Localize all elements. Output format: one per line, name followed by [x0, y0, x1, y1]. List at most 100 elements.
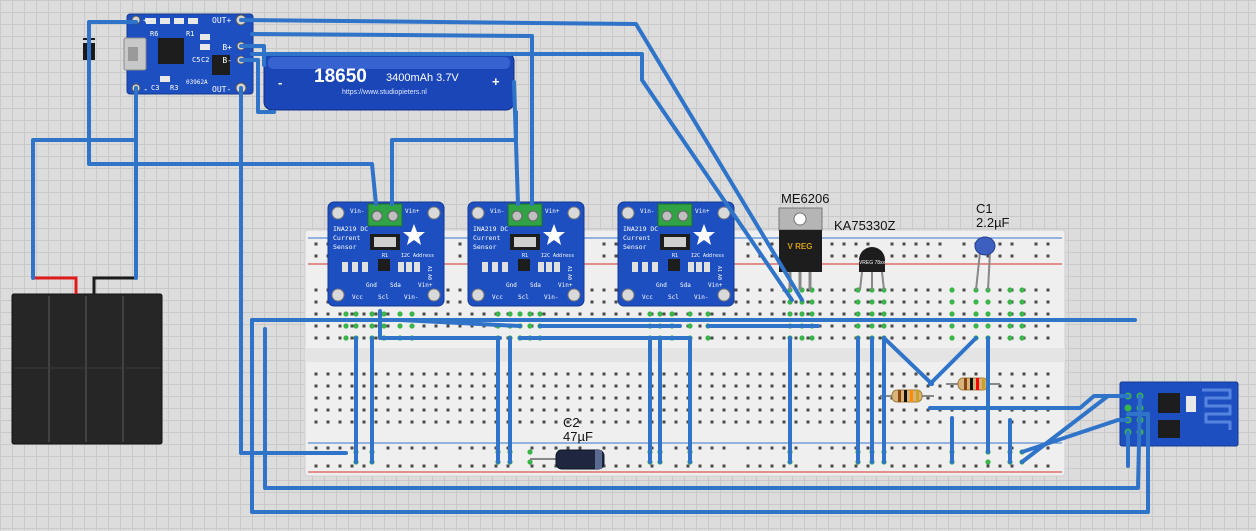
breadboard-hole[interactable] — [362, 312, 366, 316]
breadboard-hole[interactable] — [926, 420, 930, 424]
breadboard-hole[interactable] — [554, 372, 558, 376]
breadboard-active-hole[interactable] — [985, 323, 991, 329]
breadboard-hole[interactable] — [542, 372, 546, 376]
breadboard-hole[interactable] — [614, 408, 618, 412]
breadboard-hole[interactable] — [806, 288, 810, 292]
breadboard-hole[interactable] — [650, 464, 654, 468]
breadboard-hole[interactable] — [542, 312, 546, 316]
breadboard-hole[interactable] — [326, 464, 330, 468]
breadboard-hole[interactable] — [818, 384, 822, 388]
breadboard-hole[interactable] — [374, 384, 378, 388]
breadboard-hole[interactable] — [590, 288, 594, 292]
breadboard-hole[interactable] — [830, 336, 834, 340]
breadboard-hole[interactable] — [902, 384, 906, 388]
breadboard-hole[interactable] — [830, 288, 834, 292]
breadboard-hole[interactable] — [614, 420, 618, 424]
breadboard-active-hole[interactable] — [1007, 335, 1013, 341]
breadboard-hole[interactable] — [350, 312, 354, 316]
breadboard-hole[interactable] — [938, 254, 942, 258]
breadboard-hole[interactable] — [902, 464, 906, 468]
breadboard-hole[interactable] — [1046, 420, 1050, 424]
breadboard-hole[interactable] — [614, 384, 618, 388]
breadboard-hole[interactable] — [446, 300, 450, 304]
breadboard-hole[interactable] — [422, 372, 426, 376]
breadboard-hole[interactable] — [782, 300, 786, 304]
breadboard-active-hole[interactable] — [787, 311, 793, 317]
breadboard-hole[interactable] — [878, 336, 882, 340]
breadboard-hole[interactable] — [758, 372, 762, 376]
breadboard-hole[interactable] — [638, 408, 642, 412]
breadboard-hole[interactable] — [746, 446, 750, 450]
breadboard-hole[interactable] — [818, 464, 822, 468]
breadboard-hole[interactable] — [338, 324, 342, 328]
breadboard-hole[interactable] — [386, 396, 390, 400]
breadboard-hole[interactable] — [542, 464, 546, 468]
breadboard-hole[interactable] — [338, 312, 342, 316]
terminal-screw[interactable] — [371, 210, 383, 222]
breadboard-hole[interactable] — [830, 446, 834, 450]
breadboard-hole[interactable] — [926, 336, 930, 340]
breadboard-hole[interactable] — [470, 372, 474, 376]
breadboard-hole[interactable] — [830, 312, 834, 316]
breadboard-hole[interactable] — [770, 396, 774, 400]
breadboard-hole[interactable] — [362, 408, 366, 412]
breadboard-hole[interactable] — [698, 464, 702, 468]
breadboard-hole[interactable] — [638, 420, 642, 424]
breadboard-hole[interactable] — [806, 336, 810, 340]
breadboard-hole[interactable] — [674, 464, 678, 468]
breadboard-hole[interactable] — [314, 312, 318, 316]
breadboard-hole[interactable] — [866, 312, 870, 316]
breadboard-hole[interactable] — [662, 372, 666, 376]
breadboard-hole[interactable] — [314, 408, 318, 412]
breadboard-hole[interactable] — [602, 372, 606, 376]
breadboard-hole[interactable] — [890, 336, 894, 340]
breadboard-hole[interactable] — [698, 336, 702, 340]
breadboard-hole[interactable] — [674, 312, 678, 316]
breadboard-hole[interactable] — [542, 420, 546, 424]
breadboard-hole[interactable] — [938, 464, 942, 468]
breadboard-hole[interactable] — [470, 396, 474, 400]
breadboard-hole[interactable] — [770, 408, 774, 412]
breadboard-hole[interactable] — [374, 420, 378, 424]
breadboard-hole[interactable] — [326, 396, 330, 400]
breadboard-hole[interactable] — [602, 464, 606, 468]
breadboard-hole[interactable] — [1034, 372, 1038, 376]
breadboard-hole[interactable] — [914, 408, 918, 412]
breadboard-active-hole[interactable] — [1019, 311, 1025, 317]
breadboard-active-hole[interactable] — [397, 323, 403, 329]
breadboard-hole[interactable] — [794, 336, 798, 340]
breadboard-hole[interactable] — [746, 396, 750, 400]
breadboard-hole[interactable] — [374, 372, 378, 376]
breadboard-hole[interactable] — [974, 446, 978, 450]
breadboard-active-hole[interactable] — [369, 323, 375, 329]
breadboard-hole[interactable] — [938, 384, 942, 388]
breadboard-hole[interactable] — [326, 336, 330, 340]
breadboard-hole[interactable] — [806, 384, 810, 388]
breadboard-hole[interactable] — [830, 384, 834, 388]
breadboard-hole[interactable] — [662, 312, 666, 316]
breadboard-hole[interactable] — [830, 420, 834, 424]
breadboard-hole[interactable] — [1034, 464, 1038, 468]
breadboard-hole[interactable] — [566, 384, 570, 388]
breadboard-hole[interactable] — [362, 446, 366, 450]
breadboard-hole[interactable] — [350, 372, 354, 376]
breadboard-hole[interactable] — [638, 464, 642, 468]
breadboard-hole[interactable] — [614, 464, 618, 468]
breadboard-hole[interactable] — [386, 372, 390, 376]
breadboard-hole[interactable] — [914, 446, 918, 450]
breadboard-hole[interactable] — [1046, 372, 1050, 376]
breadboard-hole[interactable] — [854, 254, 858, 258]
breadboard-hole[interactable] — [710, 464, 714, 468]
esp01-pin[interactable] — [1124, 404, 1132, 412]
breadboard-hole[interactable] — [314, 300, 318, 304]
breadboard-hole[interactable] — [674, 372, 678, 376]
breadboard-hole[interactable] — [890, 372, 894, 376]
breadboard-active-hole[interactable] — [495, 311, 501, 317]
breadboard-hole[interactable] — [458, 288, 462, 292]
breadboard-hole[interactable] — [962, 312, 966, 316]
breadboard-hole[interactable] — [962, 372, 966, 376]
breadboard-hole[interactable] — [998, 254, 1002, 258]
breadboard-hole[interactable] — [938, 312, 942, 316]
breadboard-hole[interactable] — [842, 324, 846, 328]
breadboard-hole[interactable] — [602, 312, 606, 316]
